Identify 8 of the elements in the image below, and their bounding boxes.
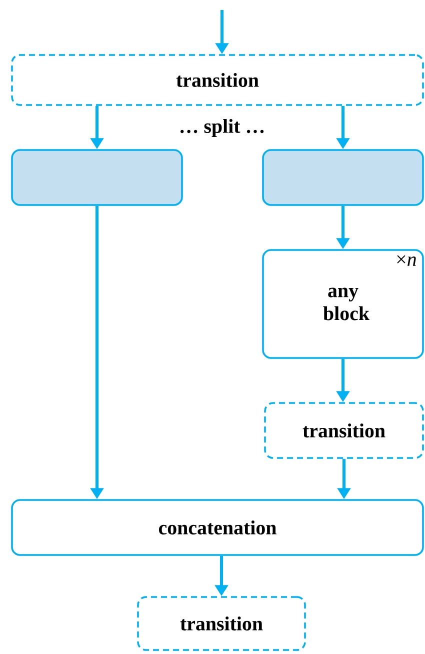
split-label: … split …: [180, 118, 264, 138]
split-box: [11, 149, 183, 206]
repeat-mark: ×n: [397, 255, 416, 266]
transition-box: transition: [11, 54, 424, 106]
transition-box: transition: [137, 596, 306, 651]
split-box: [262, 149, 424, 206]
transition-box: transition: [264, 402, 424, 459]
process-box: concatenation: [11, 499, 424, 556]
